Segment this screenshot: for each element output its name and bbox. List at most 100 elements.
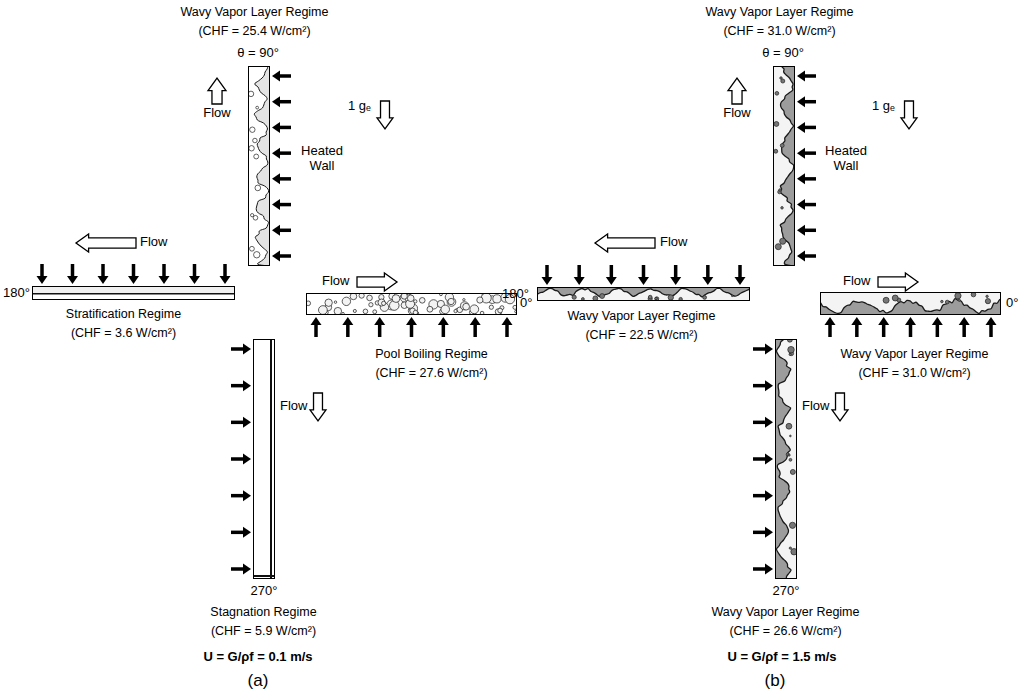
heat-arrow (231, 421, 244, 425)
angle-label: 0° (1006, 296, 1018, 311)
regime-name: Wavy Vapor Layer Regime (181, 3, 329, 22)
heat-arrow-head (243, 564, 251, 575)
vapor-bubble (655, 297, 657, 299)
vapor-bubble (367, 295, 373, 301)
heat-arrow (828, 324, 832, 337)
heat-arrow-head (272, 122, 280, 133)
vapor-bubble (945, 300, 949, 304)
heat-arrow (577, 265, 581, 278)
heat-arrow-head (98, 276, 109, 284)
chf-value: (CHF = 3.6 W/cm²) (66, 324, 181, 343)
vapor-region (32, 286, 235, 293)
heat-arrow-head (311, 317, 322, 325)
vapor-bubble (774, 149, 778, 153)
flow-arrow (208, 78, 226, 104)
vapor-bubble (353, 309, 356, 312)
heat-arrow-head (638, 277, 649, 285)
vapor-bubble (780, 238, 786, 244)
channel-ground (820, 292, 1001, 315)
heat-arrow-head (243, 454, 251, 465)
heat-arrow-head (128, 276, 139, 284)
flow-arrow (878, 273, 918, 291)
vapor-bubble (731, 295, 733, 297)
heat-arrow (936, 324, 940, 337)
channel-section: Stratification Regime(CHF = 3.6 W/cm²) (32, 286, 235, 300)
heat-arrow (753, 457, 766, 461)
vapor-bubble (392, 295, 400, 303)
channel-photo (820, 292, 1001, 315)
heat-arrow (473, 324, 477, 337)
channel-section: Wavy Vapor Layer Regime(CHF = 31.0 W/cm²… (773, 66, 795, 266)
heat-arrow-head (243, 490, 251, 501)
channel-photo (774, 66, 795, 266)
heat-arrow-head (797, 225, 805, 236)
vapor-bubble (448, 298, 454, 304)
heat-arrow-head (797, 96, 805, 107)
regime-caption: Pool Boiling Regime(CHF = 27.6 W/cm²) (375, 345, 488, 383)
vapor-bubble (369, 303, 373, 307)
heat-arrow-head (272, 96, 280, 107)
vapor-bubble (250, 246, 255, 251)
vapor-bubble (256, 106, 259, 109)
vapor-bubble (958, 299, 960, 301)
heat-arrow (505, 324, 509, 337)
vapor-bubble (441, 305, 450, 314)
heat-arrow-head (735, 277, 746, 285)
heat-arrow (804, 203, 816, 207)
vapor-bubble (319, 306, 328, 315)
channel-photo (253, 339, 275, 579)
vapor-bubble (350, 293, 357, 300)
heat-arrow (346, 324, 350, 337)
heat-arrow (753, 421, 766, 425)
vapor-bubble (789, 522, 795, 528)
heat-arrow-head (272, 148, 280, 159)
heat-arrow (738, 265, 742, 278)
vapor-bubble (703, 296, 707, 300)
heat-arrow (804, 126, 816, 130)
vapor-bubble (648, 295, 652, 299)
flow-label: Flow (723, 106, 750, 121)
vapor-bubble (378, 299, 385, 306)
heat-arrow (804, 74, 816, 78)
heat-arrow-head (243, 344, 251, 355)
heat-arrow (193, 264, 197, 277)
vapor-bubble (781, 207, 784, 210)
heat-arrow (231, 347, 244, 351)
heat-arrow (804, 177, 816, 181)
heat-arrow-head (878, 317, 889, 325)
heat-arrow (231, 567, 244, 571)
heat-arrow (642, 265, 646, 278)
heat-arrow (753, 531, 766, 535)
heat-arrow-head (67, 276, 78, 284)
heat-arrow (279, 151, 291, 155)
heat-arrow-head (765, 490, 773, 501)
angle-label: 180° (502, 287, 529, 302)
vapor-bubble (600, 294, 605, 299)
chf-value: (CHF = 5.9 W/cm²) (210, 622, 316, 641)
heat-arrow (804, 229, 816, 233)
channel-ground (773, 66, 795, 266)
flow-label: Flow (660, 235, 687, 250)
vapor-bubble (253, 138, 258, 143)
heat-arrow-head (797, 173, 805, 184)
regime-name: Wavy Vapor Layer Regime (706, 3, 854, 22)
vapor-bubble (774, 122, 779, 127)
flow-arrow (357, 273, 397, 291)
channel-section: Wavy Vapor Layer Regime(CHF = 31.0 W/cm²… (820, 292, 1001, 315)
flow-label: Flow (322, 274, 349, 289)
heat-arrow (610, 265, 614, 278)
regime-name: Wavy Vapor Layer Regime (568, 307, 716, 326)
vapor-bubble (572, 295, 576, 299)
vapor-bubble (407, 295, 414, 302)
vapor-bubble (789, 353, 791, 355)
heat-arrow (855, 324, 859, 337)
heat-arrow-head (243, 380, 251, 391)
vapor-bubble (790, 435, 792, 437)
vapor-bubble (250, 127, 255, 132)
vapor-bubble (790, 469, 795, 474)
vapor-bubble (498, 308, 503, 313)
vapor-bubble (463, 303, 470, 310)
wall-label: Heated Wall (294, 144, 350, 174)
flow-label: Flow (203, 106, 230, 121)
chf-value: (CHF = 22.5 W/cm²) (568, 326, 716, 345)
